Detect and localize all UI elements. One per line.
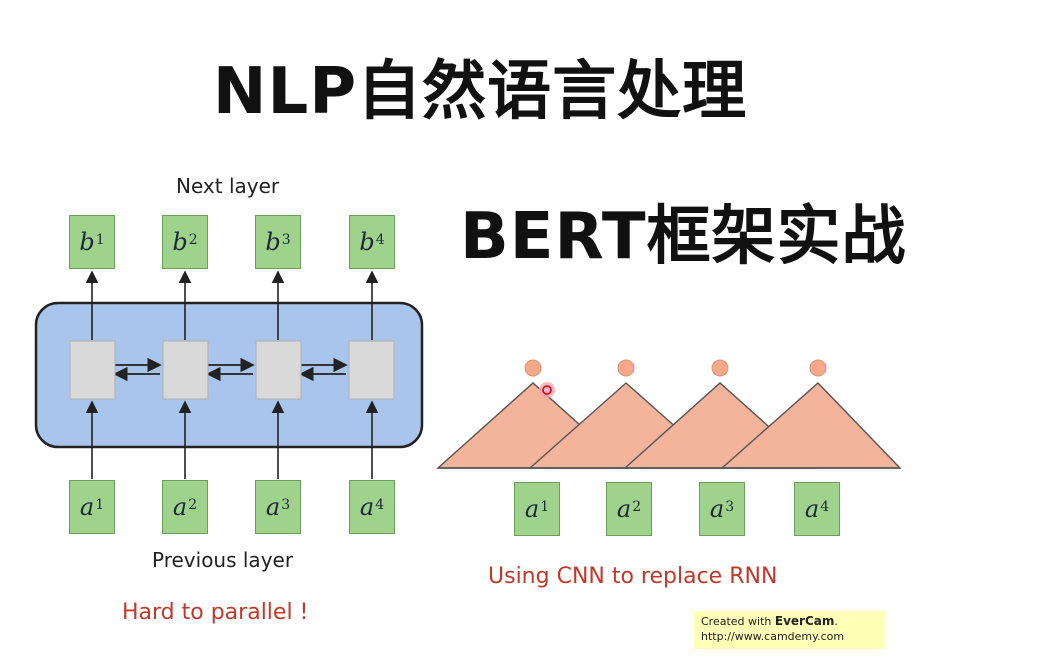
cnn-node-2 [617, 359, 635, 377]
cnn-node-1 [524, 359, 542, 377]
main-title: NLP自然语言处理 [212, 55, 748, 129]
watermark-line-1: Created with EverCam. [701, 614, 838, 628]
cnn-node-3 [711, 359, 729, 377]
output-arrows [85, 270, 379, 340]
sub-title: BERT框架实战 [460, 200, 907, 274]
rnn-note: Hard to parallel ! [122, 600, 309, 625]
watermark-url: http://www.camdemy.com [701, 630, 845, 643]
next-layer-label: Next layer [176, 174, 280, 198]
rnn-container [34, 301, 424, 449]
cnn-node-4 [809, 359, 827, 377]
recurrent-arrows [113, 357, 348, 382]
rnn-cell-1 [69, 340, 116, 400]
cnn-filters [436, 382, 902, 469]
rnn-cell-2 [162, 340, 209, 400]
previous-layer-label: Previous layer [152, 548, 294, 572]
rnn-cells [69, 340, 395, 400]
rnn-cell-4 [348, 340, 395, 400]
cnn-note: Using CNN to replace RNN [488, 564, 778, 589]
rnn-cell-3 [255, 340, 302, 400]
cnn-output-nodes [524, 359, 827, 377]
evercam-watermark: Created with EverCam. http://www.camdemy… [694, 611, 886, 649]
input-arrows [85, 400, 379, 479]
watermark-brand: EverCam [774, 614, 835, 628]
cursor-highlight [539, 382, 555, 398]
